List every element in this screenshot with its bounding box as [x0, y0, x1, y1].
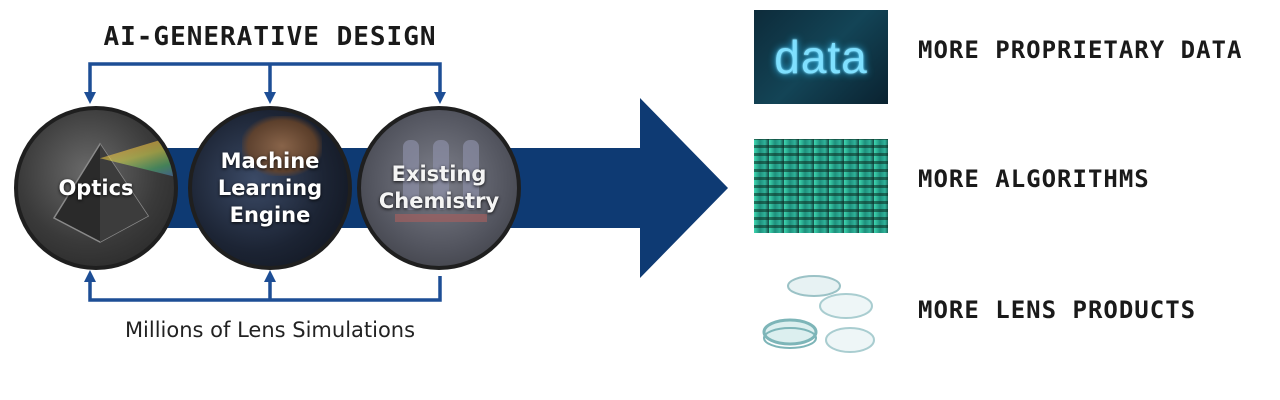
code-screen-image [754, 139, 888, 233]
optics-label: Optics [58, 175, 134, 200]
lenses-image [754, 270, 888, 364]
bottom-connector [88, 276, 442, 302]
outcome-algorithms: MORE ALGORITHMS [754, 139, 1274, 235]
top-arrowhead-2 [264, 92, 276, 104]
existing-chemistry-node: Existing Chemistry [357, 106, 521, 270]
machine-learning-engine-label: Machine Learning Engine [217, 148, 323, 227]
existing-chemistry-label: Existing Chemistry [378, 162, 500, 213]
outcome-label: MORE ALGORITHMS [918, 165, 1150, 193]
data-image-text: data [774, 31, 868, 83]
optics-node: Optics [14, 106, 178, 270]
data-image: data [754, 10, 888, 104]
diagram-title: AI-GENERATIVE DESIGN [103, 22, 437, 52]
outcome-proprietary-data: data MORE PROPRIETARY DATA [754, 10, 1274, 106]
robot-hand-icon [242, 116, 322, 176]
outcome-label: MORE LENS PRODUCTS [918, 296, 1197, 324]
bottom-arrowhead-2 [264, 270, 276, 282]
bottom-arrowhead-1 [84, 270, 96, 282]
diagram-subtitle: Millions of Lens Simulations [124, 318, 416, 342]
lenses-icon [762, 275, 875, 353]
outcome-label: MORE PROPRIETARY DATA [918, 36, 1243, 64]
top-connector [88, 62, 442, 100]
machine-learning-engine-node: Machine Learning Engine [188, 106, 352, 270]
test-tubes-icon [395, 140, 487, 222]
outcome-lens-products: MORE LENS PRODUCTS [754, 270, 1274, 366]
prism-icon [52, 142, 150, 243]
top-arrowhead-1 [84, 92, 96, 104]
top-arrowhead-3 [434, 92, 446, 104]
